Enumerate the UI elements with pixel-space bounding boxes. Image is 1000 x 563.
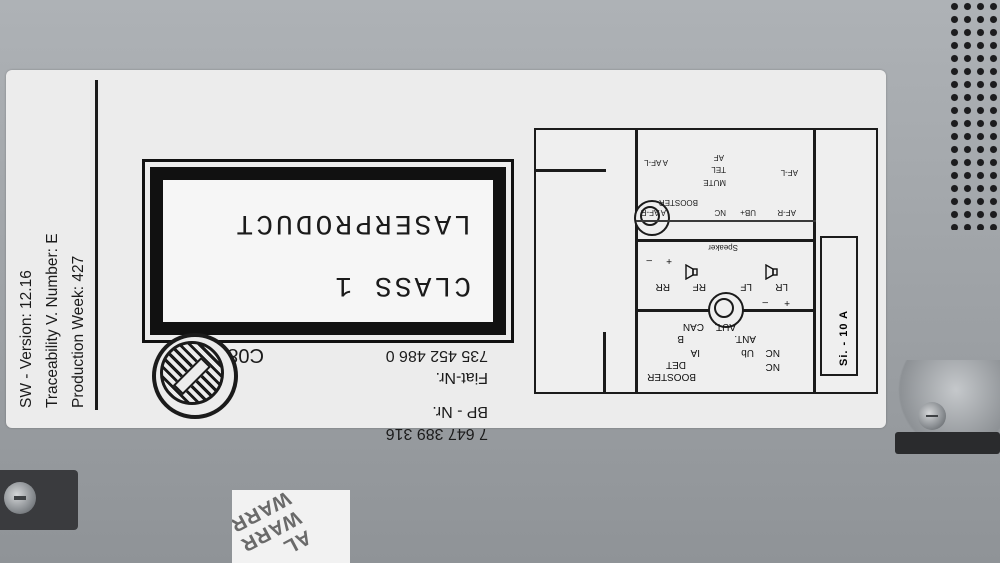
fuse-box: Si. - 10 A <box>820 236 858 376</box>
laser-warning-box: CLASS 1 LASERPRODUCT <box>142 159 514 343</box>
laser-product: LASERPRODUCT <box>233 207 471 238</box>
pin-ant-ia: IA <box>690 347 700 358</box>
speaker-plus: + <box>666 255 672 266</box>
pin-top-7: AF <box>713 153 724 162</box>
pin-top-1: UB+ <box>740 208 756 217</box>
speaker-plus: + <box>784 297 790 308</box>
pin-can: CAN <box>682 321 704 332</box>
pin-can-b: B <box>677 333 684 344</box>
pin-aut: AUT. <box>714 321 736 332</box>
pin-ant: ANT. <box>734 333 756 344</box>
bp-label: BP - Nr. <box>432 403 488 420</box>
fiat-number: 735 452 486 0 <box>385 347 488 364</box>
connector-diagram: Si. - 10 A NC NC Ub ANT. AUT. CAN B IA B… <box>534 128 878 394</box>
speaker-minus: – <box>762 297 768 308</box>
diagram-divider <box>536 169 606 172</box>
sw-version: SW - Version: 12.16 <box>18 270 35 408</box>
product-label: SW - Version: 12.16 Traceability V. Numb… <box>6 70 886 442</box>
speaker-minus: – <box>646 255 652 266</box>
bp-number: 7 647 389 316 <box>385 425 488 442</box>
top-connector-outline <box>636 220 816 222</box>
pin-top-0: AF-R <box>777 208 796 217</box>
diagram-divider <box>603 332 606 392</box>
bracket-clip <box>895 432 1000 454</box>
vent-grille <box>948 0 1000 230</box>
warranty-sticker: AL WARR WARR <box>232 490 350 563</box>
speaker-rr: RR <box>655 281 670 292</box>
label-rotated-content: SW - Version: 12.16 Traceability V. Numb… <box>6 70 886 442</box>
pin-ub: Ub <box>741 347 754 358</box>
manufacturer-logo <box>152 333 238 419</box>
speaker-lf: LF <box>740 281 752 292</box>
production-week: Production Week: 427 <box>70 255 87 408</box>
pin-top-6: MUTE <box>703 178 726 187</box>
pin-top-8: TEL <box>711 165 726 174</box>
pin-nc-1: NC <box>765 361 780 372</box>
pin-booster: BOOSTER <box>647 371 696 382</box>
pin-top-3: BOOSTER <box>658 198 698 207</box>
warranty-sticker-text: AL WARR WARR <box>232 490 315 559</box>
pin-det: DET <box>666 359 686 370</box>
fuse-rating: Si. - 10 A <box>838 309 850 366</box>
pin-nc-2: NC <box>765 347 780 358</box>
left-screw <box>4 482 36 514</box>
pin-top-9: A AF-L <box>643 158 668 167</box>
laser-class: CLASS 1 <box>332 269 471 300</box>
bracket-screw <box>918 402 946 430</box>
speaker-icon <box>685 264 698 280</box>
speaker-rf: RF <box>692 281 706 292</box>
info-block: SW - Version: 12.16 Traceability V. Numb… <box>12 78 102 408</box>
diagram-divider <box>636 239 816 242</box>
pin-top-2: NC <box>714 208 726 217</box>
fiat-label: Fiat-Nr. <box>435 369 488 386</box>
speaker-icon <box>765 264 778 280</box>
speaker-title: Speaker <box>708 243 738 252</box>
pin-top-5: AF-L <box>780 168 798 177</box>
laser-warning-inner: CLASS 1 LASERPRODUCT <box>150 167 506 335</box>
traceability-number: Traceability V. Number: E <box>44 233 61 408</box>
diagram-divider <box>635 130 638 392</box>
diagram-divider <box>813 130 816 392</box>
pin-top-4: A AF-R <box>640 208 666 217</box>
speaker-lr: LR <box>775 281 788 292</box>
